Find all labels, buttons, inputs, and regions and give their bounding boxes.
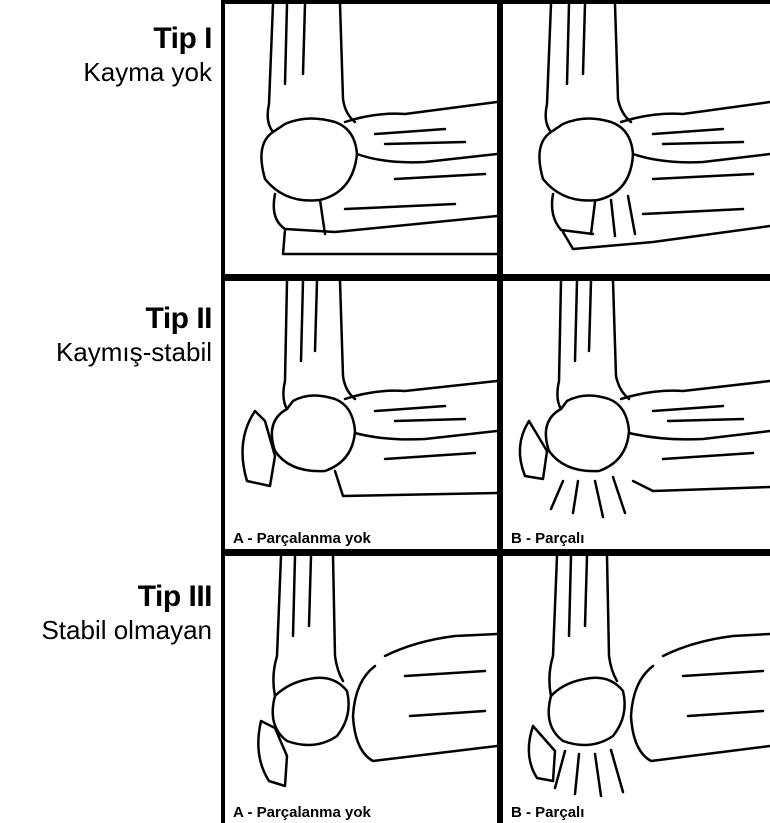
panel-tip3-a: A - Parçalanma yok bbox=[225, 556, 497, 823]
caption-tip2-a: A - Parçalanma yok bbox=[233, 529, 371, 549]
panel-tip2-b: B - Parçalı bbox=[503, 281, 770, 549]
caption-tip2-b: B - Parçalı bbox=[511, 529, 584, 549]
elbow-illustration bbox=[225, 556, 497, 823]
elbow-illustration bbox=[225, 4, 497, 274]
panel-tip1-b bbox=[503, 4, 770, 274]
panel-tip1-a bbox=[225, 4, 497, 274]
elbow-illustration bbox=[225, 281, 497, 549]
row-label-tip3: Tip III Stabil olmayan bbox=[0, 580, 212, 646]
grid-line-middle bbox=[497, 0, 503, 823]
caption-tip3-a: A - Parçalanma yok bbox=[233, 803, 371, 823]
tip1-subtitle: Kayma yok bbox=[0, 56, 212, 88]
grid-line-row2 bbox=[221, 549, 770, 556]
tip3-subtitle: Stabil olmayan bbox=[0, 614, 212, 646]
elbow-illustration bbox=[503, 556, 770, 823]
grid-line-left bbox=[221, 0, 225, 823]
row-label-tip1: Tip I Kayma yok bbox=[0, 22, 212, 88]
tip1-title: Tip I bbox=[0, 22, 212, 56]
grid-line-top bbox=[221, 0, 770, 4]
caption-tip3-b: B - Parçalı bbox=[511, 803, 584, 823]
grid-line-row1 bbox=[221, 274, 770, 281]
tip3-title: Tip III bbox=[0, 580, 212, 614]
illustration-grid: A - Parçalanma yok B - Parçalı bbox=[221, 0, 770, 823]
tip2-title: Tip II bbox=[0, 302, 212, 336]
elbow-illustration bbox=[503, 281, 770, 549]
tip2-subtitle: Kaymış-stabil bbox=[0, 336, 212, 368]
panel-tip3-b: B - Parçalı bbox=[503, 556, 770, 823]
row-label-tip2: Tip II Kaymış-stabil bbox=[0, 302, 212, 368]
panel-tip2-a: A - Parçalanma yok bbox=[225, 281, 497, 549]
elbow-illustration bbox=[503, 4, 770, 274]
